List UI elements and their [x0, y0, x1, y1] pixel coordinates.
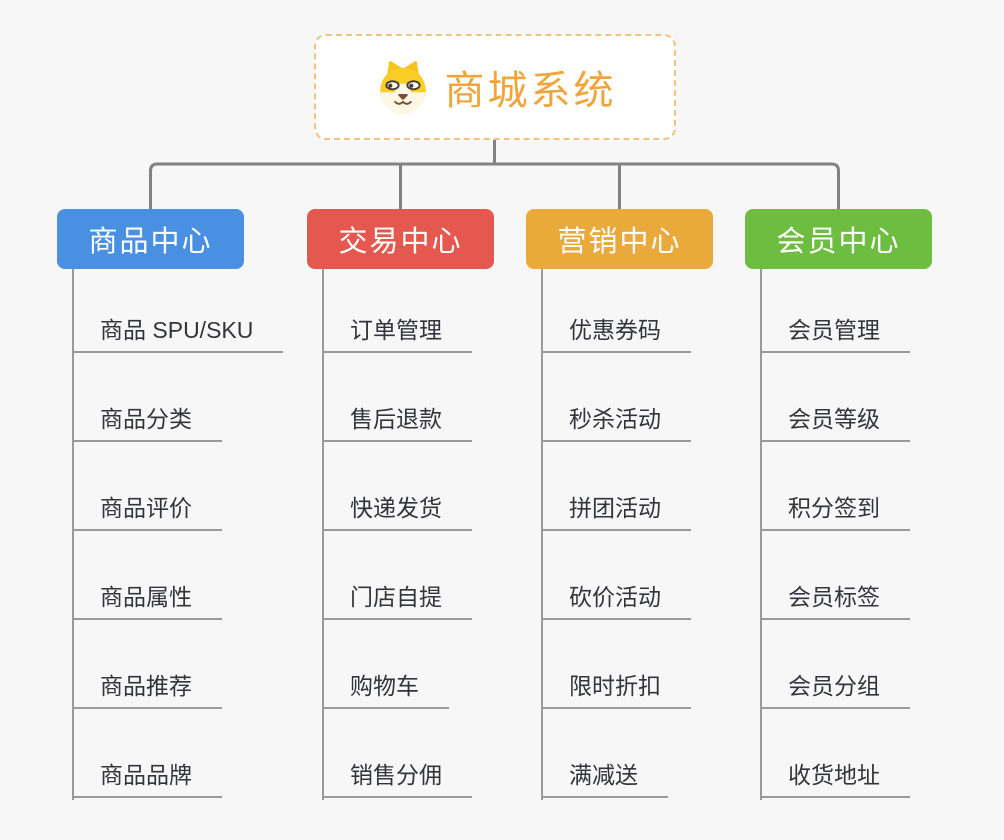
leaf-node[interactable]: 商品属性	[72, 576, 222, 620]
leaf-label: 会员标签	[788, 584, 880, 610]
leaf-node[interactable]: 积分签到	[760, 487, 910, 531]
leaf-node[interactable]: 会员标签	[760, 576, 910, 620]
leaf-node[interactable]: 快递发货	[322, 487, 472, 531]
leaf-label: 商品分类	[100, 406, 192, 432]
leaf-node[interactable]: 商品品牌	[72, 754, 222, 798]
leaf-label: 拼团活动	[569, 495, 661, 521]
root-node[interactable]: 商城系统	[314, 34, 676, 140]
leaf-label: 会员管理	[788, 317, 880, 343]
leaf-node[interactable]: 满减送	[541, 754, 668, 798]
branch-column-trade-center: 交易中心订单管理售后退款快递发货门店自提购物车销售分佣	[307, 209, 494, 800]
root-title: 商城系统	[444, 69, 617, 113]
branch-spine-line	[322, 269, 324, 800]
leaf-label: 收货地址	[788, 762, 880, 788]
leaf-node[interactable]: 门店自提	[322, 576, 472, 620]
leaf-label: 满减送	[569, 762, 638, 788]
leaf-label: 商品推荐	[100, 673, 192, 699]
branch-node-product-center[interactable]: 商品中心	[57, 209, 244, 269]
branch-column-product-center: 商品中心商品 SPU/SKU 商品分类商品评价商品属性商品推荐商品品牌	[57, 209, 284, 800]
leaf-node[interactable]: 售后退款	[322, 398, 472, 442]
branch-node-marketing-center[interactable]: 营销中心	[526, 209, 713, 269]
leaf-node[interactable]: 拼团活动	[541, 487, 691, 531]
branch-spine-line	[541, 269, 543, 800]
leaf-label: 秒杀活动	[569, 406, 661, 432]
leaf-node[interactable]: 商品 SPU/SKU	[72, 309, 284, 353]
leaf-label: 商品评价	[100, 495, 192, 521]
leaf-node[interactable]: 销售分佣	[322, 754, 472, 798]
leaf-label: 购物车	[350, 673, 419, 699]
leaf-node[interactable]: 优惠券码	[541, 309, 691, 353]
leaf-label: 商品 SPU/SKU	[100, 317, 254, 343]
leaf-label: 商品属性	[100, 584, 192, 610]
leaf-node[interactable]: 商品评价	[72, 487, 222, 531]
leaf-node[interactable]: 购物车	[322, 665, 449, 709]
leaf-node[interactable]: 会员等级	[760, 398, 910, 442]
branch-label: 营销中心	[557, 226, 682, 258]
branch-node-member-center[interactable]: 会员中心	[745, 209, 932, 269]
branch-column-marketing-center: 营销中心优惠券码秒杀活动拼团活动砍价活动限时折扣满减送	[526, 209, 713, 800]
branch-node-trade-center[interactable]: 交易中心	[307, 209, 494, 269]
leaf-label: 砍价活动	[569, 584, 661, 610]
leaf-node[interactable]: 会员管理	[760, 309, 910, 353]
branch-spine-line	[760, 269, 762, 800]
leaf-label: 销售分佣	[350, 762, 442, 788]
leaf-label: 订单管理	[350, 317, 442, 343]
leaf-node[interactable]: 限时折扣	[541, 665, 691, 709]
leaf-label: 会员等级	[788, 406, 880, 432]
leaf-label: 限时折扣	[569, 673, 661, 699]
leaf-node[interactable]: 会员分组	[760, 665, 910, 709]
leaf-label: 售后退款	[350, 406, 442, 432]
branch-spine-line	[72, 269, 74, 800]
leaf-node[interactable]: 订单管理	[322, 309, 472, 353]
branch-label: 会员中心	[776, 226, 901, 258]
leaf-node[interactable]: 商品分类	[72, 398, 222, 442]
branch-label: 交易中心	[338, 226, 463, 258]
leaf-label: 会员分组	[788, 673, 880, 699]
leaf-node[interactable]: 砍价活动	[541, 576, 691, 620]
leaf-label: 商品品牌	[100, 762, 192, 788]
leaf-node[interactable]: 商品推荐	[72, 665, 222, 709]
branch-label: 商品中心	[88, 226, 213, 258]
leaf-label: 门店自提	[350, 584, 442, 610]
leaf-label: 优惠券码	[569, 317, 661, 343]
dog-face-icon	[379, 61, 426, 115]
leaf-label: 积分签到	[788, 495, 880, 521]
leaf-label: 快递发货	[350, 495, 442, 521]
leaf-node[interactable]: 收货地址	[760, 754, 910, 798]
branch-column-member-center: 会员中心会员管理会员等级积分签到会员标签会员分组收货地址	[745, 209, 932, 800]
leaf-node[interactable]: 秒杀活动	[541, 398, 691, 442]
